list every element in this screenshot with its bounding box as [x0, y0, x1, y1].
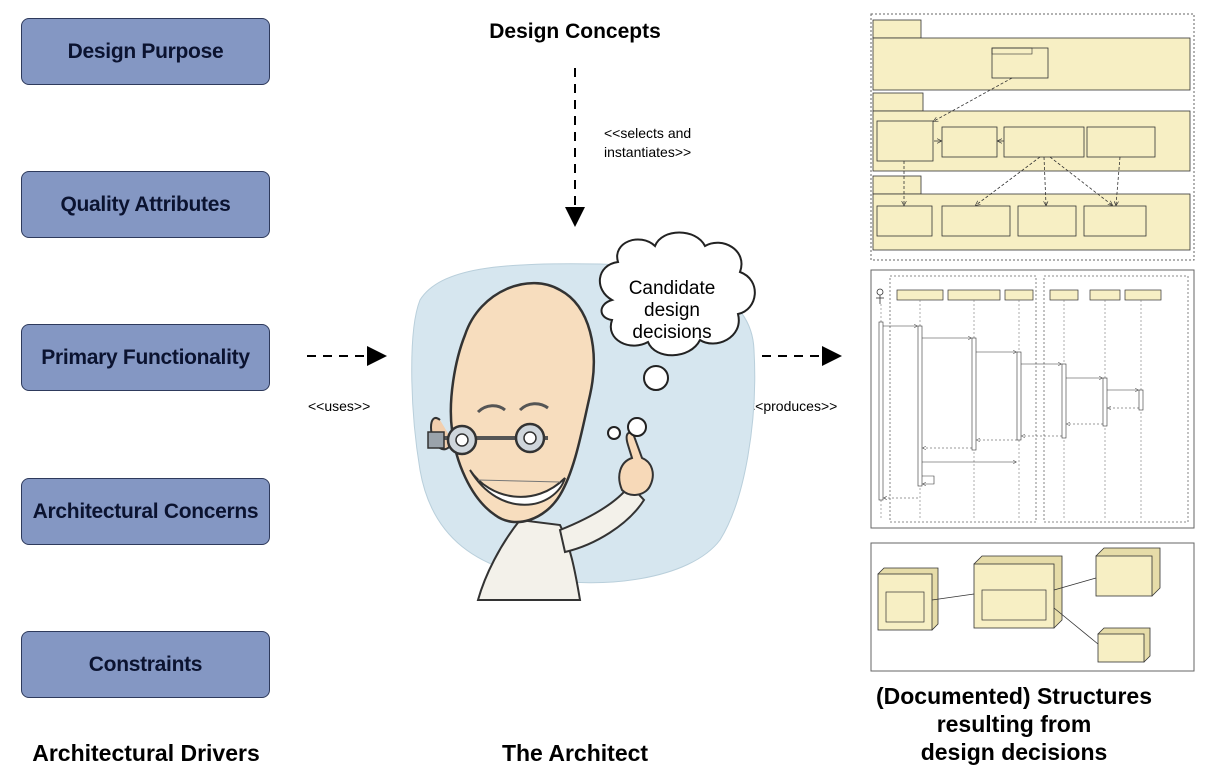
design-concepts-title: Design Concepts [489, 20, 661, 43]
driver-constraints: Constraints [21, 631, 270, 698]
thought-line-1: Candidate [629, 278, 716, 299]
thought-dot-2 [607, 426, 621, 440]
driver-architectural-concerns: Architectural Concerns [21, 478, 270, 545]
driver-quality-attributes: Quality Attributes [21, 171, 270, 238]
grin-shape [469, 469, 566, 506]
selects-instantiates-label: <<selects and instantiates>> [604, 124, 691, 162]
arm-shape [558, 483, 646, 554]
thought-line-3: decisions [632, 322, 711, 343]
driver-primary-functionality: Primary Functionality [21, 324, 270, 391]
goggle-right-icon [514, 422, 546, 454]
structures-caption-line1: (Documented) Structures [875, 683, 1153, 709]
ear-shape [430, 417, 453, 451]
thought-cloud-shape [598, 231, 756, 357]
architect-caption: The Architect [501, 740, 649, 766]
uses-label: <<uses>> [308, 398, 371, 414]
selects-label-line1: <<selects and [604, 125, 692, 141]
thought-dot-1 [627, 417, 647, 437]
background-blob-shape [411, 263, 756, 584]
architect-illustration [411, 263, 756, 601]
thought-bubble: Candidate design decisions [598, 231, 756, 440]
structures-caption: (Documented) Structures resulting from d… [848, 682, 1180, 766]
coat-shape [476, 518, 582, 601]
produces-label: <<produces>> [747, 398, 838, 414]
structures-caption-line2: resulting from [936, 711, 1092, 737]
hand-shape [618, 431, 654, 496]
structure-sequence-diagram [870, 269, 1195, 529]
architectural-drivers-caption: Architectural Drivers [32, 740, 260, 766]
thought-dot-3 [643, 365, 669, 391]
goggle-lens-left [427, 431, 445, 449]
thought-line-2: design [644, 300, 700, 321]
structures-caption-line3: design decisions [920, 739, 1108, 765]
head-shape [449, 281, 595, 524]
structure-deployment-diagram [870, 542, 1195, 672]
selects-label-line2: instantiates>> [604, 144, 692, 160]
structure-layered-diagram [870, 13, 1195, 261]
goggle-left-icon [446, 424, 478, 456]
driver-design-purpose: Design Purpose [21, 18, 270, 85]
